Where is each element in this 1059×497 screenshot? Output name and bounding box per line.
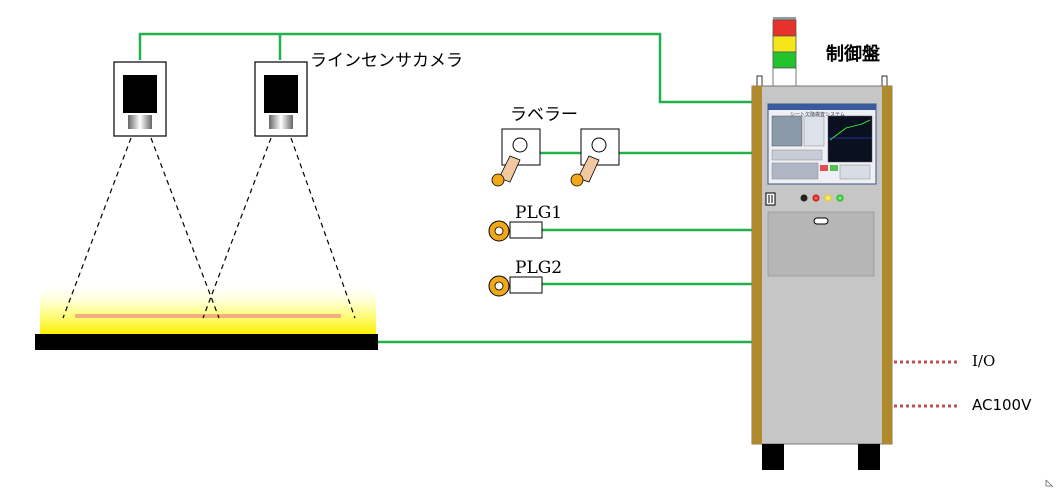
encoder-icon xyxy=(488,275,543,297)
wiring xyxy=(138,32,755,344)
screen-title: シート欠陥検査システム xyxy=(790,112,845,118)
control-cabinet xyxy=(751,75,893,470)
io-label: I/O xyxy=(972,352,996,370)
labeler-icon xyxy=(491,128,541,187)
camera-wire xyxy=(138,32,755,104)
control-panel-label: 制御盤 xyxy=(826,44,880,65)
illumination-glow xyxy=(40,282,376,334)
camera-fov-lines xyxy=(62,137,356,319)
line-sensor-camera-label: ラインセンサカメラ xyxy=(310,51,463,71)
camera-icon xyxy=(113,61,167,137)
conveyor-belt xyxy=(35,334,378,350)
labeler-label: ラベラー xyxy=(510,105,578,125)
signal-tower-icon xyxy=(772,17,797,87)
sheet-web xyxy=(75,314,341,318)
camera-icon xyxy=(254,61,308,137)
encoder-icon xyxy=(488,220,543,242)
labeler-icon xyxy=(570,128,620,187)
ac100v-label: AC100V xyxy=(972,396,1032,414)
external-connections xyxy=(894,360,958,408)
plg1-label: PLG1 xyxy=(515,203,563,223)
plg2-label: PLG2 xyxy=(515,258,563,278)
corner-mark xyxy=(1045,479,1054,488)
